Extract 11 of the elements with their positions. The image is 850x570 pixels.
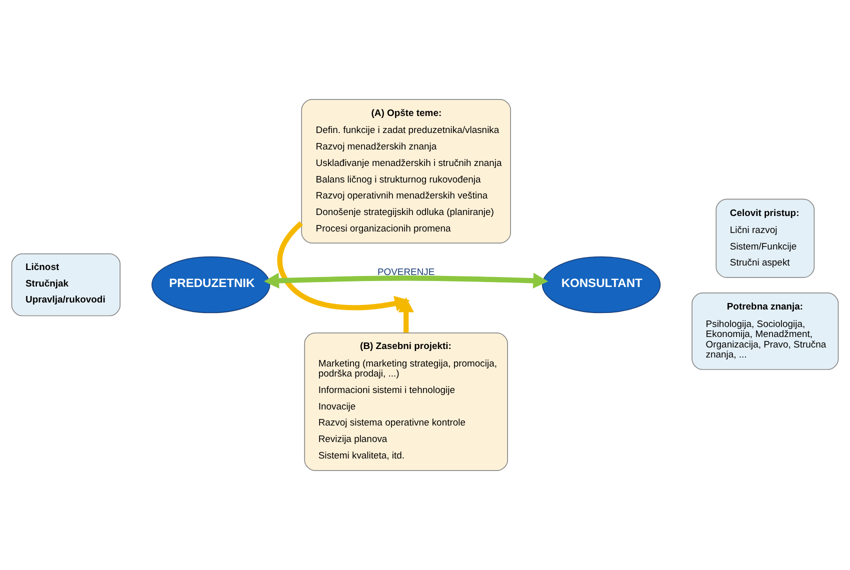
arrow — [264, 272, 548, 289]
arrow — [394, 296, 414, 333]
node-ellipse: PREDUZETNIK — [152, 256, 270, 314]
node-box: (B) Zasebni projekti: Marketing (marketing strategija, promocija, podrška prodaji, ...) Informacioni sistemi i tehnologije Inovacije Razvoj sistema operativne kontrole Revizija planova Sistemi kvaliteta, itd. — [304, 332, 508, 471]
node-box: Potrebna znanja: Psihologija, Sociologija, Ekonomija, Menadžment, Organizacija, Pravo, Stručna znanja, ... — [692, 292, 839, 370]
arrow — [277, 221, 414, 312]
node-ellipse: KONSULTANT — [542, 256, 661, 314]
edge-label: POVERENJE — [377, 267, 435, 278]
node-box: Celovit pristup: Lični razvoj Sistem/Funkcije Stručni aspekt — [716, 198, 815, 278]
node-box: Ličnost Stručnjak Upravlja/rukovodi — [11, 253, 121, 316]
node-box: (A) Opšte teme: Defin. funkcije i zadat preduzetnika/vlasnika Razvoj menadžerskih znanja Usklađivanje menadžerskih i stručnih znanja Balans ličnog i strukturnog rukovođenja Razvoj operativnih menadžerskih veština Donošenje strategijskih odluka (planiranje) Procesi organizacionih promena — [301, 99, 511, 244]
